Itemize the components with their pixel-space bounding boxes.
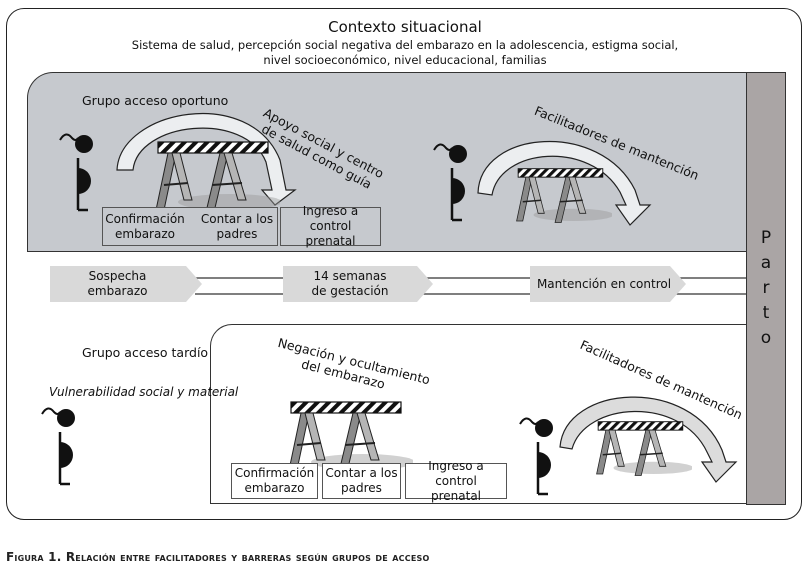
parto-letter: t <box>762 303 770 323</box>
context-title: Contexto situacional <box>328 18 482 36</box>
stage-chevron-3 <box>530 266 686 302</box>
figure-caption: Figura 1. Relación entre facilitadores y… <box>6 550 430 564</box>
lower-group-sublabel: Vulnerabilidad social y material <box>49 385 239 399</box>
person-icon-upper-1 <box>58 133 95 212</box>
barrier-icon-lower-2 <box>595 420 692 477</box>
stage-chevron-1 <box>50 266 202 302</box>
stage-label-3: Mantención en control <box>536 277 672 291</box>
context-subtitle-line2: nivel socioeconómico, nivel educacional,… <box>263 53 547 67</box>
person-icon-upper-2 <box>432 143 469 222</box>
stage-chevron-2 <box>283 266 433 302</box>
barrier-icon-upper-2 <box>515 167 612 224</box>
context-subtitle: Sistema de salud, percepción social nega… <box>100 38 710 68</box>
context-frame <box>6 8 802 520</box>
barrier-icon-lower-1 <box>288 401 413 473</box>
parto-letter: r <box>762 278 770 298</box>
parto-letter: P <box>760 228 772 248</box>
person-icon-lower-1 <box>40 407 77 486</box>
context-subtitle-line1: Sistema de salud, percepción social nega… <box>131 38 679 52</box>
arrow-maintenance-icon-lower <box>559 396 738 483</box>
parto-endpoint-bar: P a r t o <box>746 72 786 505</box>
barrier-icon-upper-1 <box>155 141 280 213</box>
person-icon-lower-2 <box>518 417 555 496</box>
arrow-maintenance-icon-upper <box>477 140 652 226</box>
parto-letter: a <box>760 253 772 273</box>
arrow-support-icon <box>116 113 297 206</box>
upper-group-label: Grupo acceso oportuno <box>82 93 229 108</box>
parto-letter: o <box>760 328 772 348</box>
lower-group-label: Grupo acceso tardío <box>82 345 209 360</box>
